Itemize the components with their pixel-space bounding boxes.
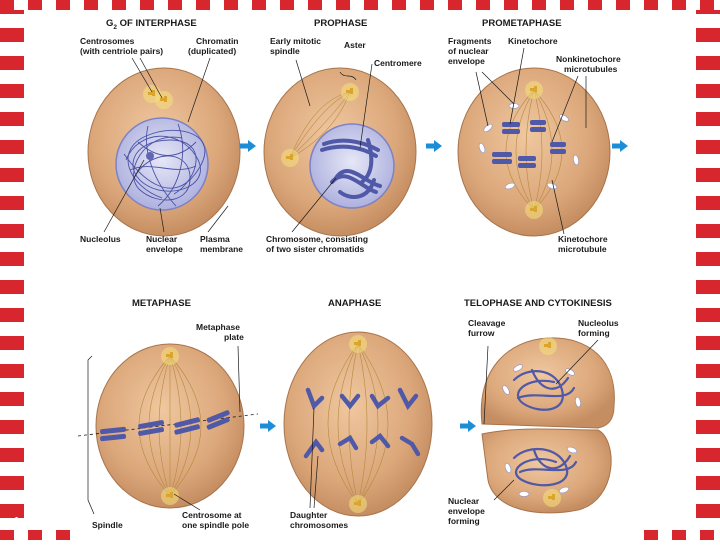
metaphase-plate-label-2: plate (224, 332, 244, 342)
envelope-forming-label-1: Nuclear (448, 496, 480, 506)
left-stripe-border (0, 0, 24, 540)
kinetochore-mt-label-1: Kinetochore (558, 234, 608, 244)
envelope-forming-label-2: envelope (448, 506, 485, 516)
centrosome-b (155, 91, 173, 109)
nuclear-envelope-label-2: envelope (146, 244, 183, 254)
nucleolus-label: Nucleolus (80, 234, 121, 244)
chromosome-label-1: Chromosome, consisting (266, 234, 368, 244)
cleavage-label-1: Cleavage (468, 318, 506, 328)
nonkinetochore-label-1: Nonkinetochore (556, 54, 621, 64)
chromatin-label-1: Chromatin (196, 36, 239, 46)
anaphase-pole-bottom (349, 495, 367, 513)
cleavage-label-2: furrow (468, 328, 495, 338)
prophase-panel: PROPHASE Early mitotic spindle Aster (264, 18, 422, 254)
centrosome-pole-label-1: Centrosome at (182, 510, 242, 520)
footer-brand: fppt.com (14, 516, 60, 528)
nucleolus-forming-label-2: forming (578, 328, 610, 338)
telophase-centrosome-bottom (543, 489, 561, 507)
top-stripe-border (0, 0, 720, 10)
mitosis-diagram: G2 OF INTERPHASE Centrosomes (with centr… (78, 10, 636, 540)
early-spindle-label-1: Early mitotic (270, 36, 321, 46)
anaphase-title: ANAPHASE (328, 298, 381, 309)
interphase-nucleus (116, 118, 208, 210)
kinetochore-label: Kinetochore (508, 36, 558, 46)
prometaphase-pole-bottom (525, 201, 543, 219)
metaphase-plate-label-1: Metaphase (196, 322, 240, 332)
arrow-1 (240, 140, 256, 152)
anaphase-panel: ANAPHASE Daughter chromosomes (284, 298, 432, 530)
plasma-membrane-label-1: Plasma (200, 234, 230, 244)
metaphase-pole-bottom (161, 487, 179, 505)
kinetochore-mt-label-2: microtubule (558, 244, 607, 254)
nonkinetochore-label-2: microtubules (564, 64, 618, 74)
prophase-aster-top (341, 83, 359, 101)
aster-label: Aster (344, 40, 366, 50)
chromosome-label-2: of two sister chromatids (266, 244, 365, 254)
arrow-4 (260, 420, 276, 432)
prometaphase-pole-top (525, 81, 543, 99)
chromatin-label-2: (duplicated) (188, 46, 236, 56)
fragments-label-2: of nuclear (448, 46, 489, 56)
arrow-5 (460, 420, 476, 432)
interphase-title: G2 OF INTERPHASE (106, 18, 197, 31)
daughter-label-2: chromosomes (290, 520, 348, 530)
prophase-title: PROPHASE (314, 18, 367, 29)
prometaphase-title: PROMETAPHASE (482, 18, 562, 29)
anaphase-pole-top (349, 335, 367, 353)
prophase-aster-left (281, 149, 299, 167)
metaphase-title: METAPHASE (132, 298, 191, 309)
centrosomes-label-1: Centrosomes (80, 36, 135, 46)
arrow-3 (612, 140, 628, 152)
interphase-panel: G2 OF INTERPHASE Centrosomes (with centr… (80, 18, 243, 254)
plasma-membrane-label-2: membrane (200, 244, 243, 254)
nucleolus-forming-label-1: Nucleolus (578, 318, 619, 328)
early-spindle-label-2: spindle (270, 46, 300, 56)
anaphase-cell (284, 332, 432, 516)
metaphase-panel: METAPHASE Metaphase (78, 298, 258, 530)
telophase-title: TELOPHASE AND CYTOKINESIS (464, 298, 612, 309)
prometaphase-panel: PROMETAPHASE (448, 18, 621, 254)
centrosomes-label-2: (with centriole pairs) (80, 46, 163, 56)
nuclear-envelope-label-1: Nuclear (146, 234, 178, 244)
daughter-label-1: Daughter (290, 510, 328, 520)
right-stripe-border (696, 0, 720, 540)
nucleolus (146, 152, 154, 160)
diagram-panel: G2 OF INTERPHASE Centrosomes (with centr… (78, 10, 636, 540)
telophase-centrosome-top (539, 337, 557, 355)
spindle-label: Spindle (92, 520, 123, 530)
fragments-label-3: envelope (448, 56, 485, 66)
metaphase-pole-top (161, 347, 179, 365)
centrosome-pole-label-2: one spindle pole (182, 520, 249, 530)
fragments-label-1: Fragments (448, 36, 492, 46)
arrow-2 (426, 140, 442, 152)
envelope-forming-label-3: forming (448, 516, 480, 526)
centromere-label: Centromere (374, 58, 422, 68)
telophase-panel: TELOPHASE AND CYTOKINESIS (448, 298, 619, 526)
